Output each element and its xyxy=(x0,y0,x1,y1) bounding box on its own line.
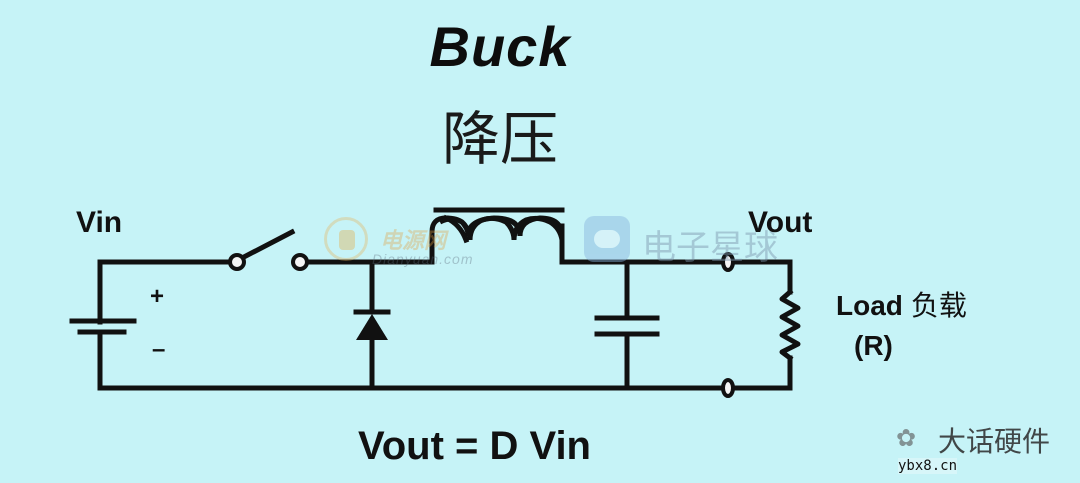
bird-logo-icon: ✿ xyxy=(896,425,917,452)
label-load-cn: 负载 xyxy=(910,289,967,322)
formula: Vout = D Vin xyxy=(358,424,591,468)
label-minus: – xyxy=(152,336,166,363)
switch-terminal-left xyxy=(228,253,246,271)
label-vout: Vout xyxy=(748,206,813,239)
switch-terminal-right xyxy=(291,253,309,271)
inductor-humps xyxy=(438,215,565,241)
footer-site: ybx8.cn xyxy=(898,458,958,474)
diagram-subtitle: 降压 xyxy=(441,105,558,173)
footer-brand: 大话硬件 xyxy=(938,425,1051,458)
label-load-symbol: (R) xyxy=(854,330,893,361)
watermark-brand: 电源网 xyxy=(380,228,447,253)
label-vin: Vin xyxy=(76,206,123,239)
resistor-zigzag xyxy=(779,288,801,362)
watermark-brand-2: 电子星球 xyxy=(642,228,778,268)
diode-triangle xyxy=(356,314,388,340)
footer-watermark: ✿ 大话硬件 ybx8.cn xyxy=(890,418,1080,478)
switch-lever xyxy=(238,228,296,262)
output-terminal-bottom xyxy=(721,378,735,398)
plug-logo-icon xyxy=(324,217,368,261)
watermark-url: Dianyuan.com xyxy=(372,251,474,267)
watermark-dianyuan: 电源网 Dianyuan.com xyxy=(322,215,492,270)
robot-logo-icon xyxy=(584,216,630,262)
output-terminal-top xyxy=(721,252,735,272)
label-plus: + xyxy=(150,283,165,310)
label-load-en: Load xyxy=(836,290,903,321)
diagram-title: Buck xyxy=(429,15,571,78)
